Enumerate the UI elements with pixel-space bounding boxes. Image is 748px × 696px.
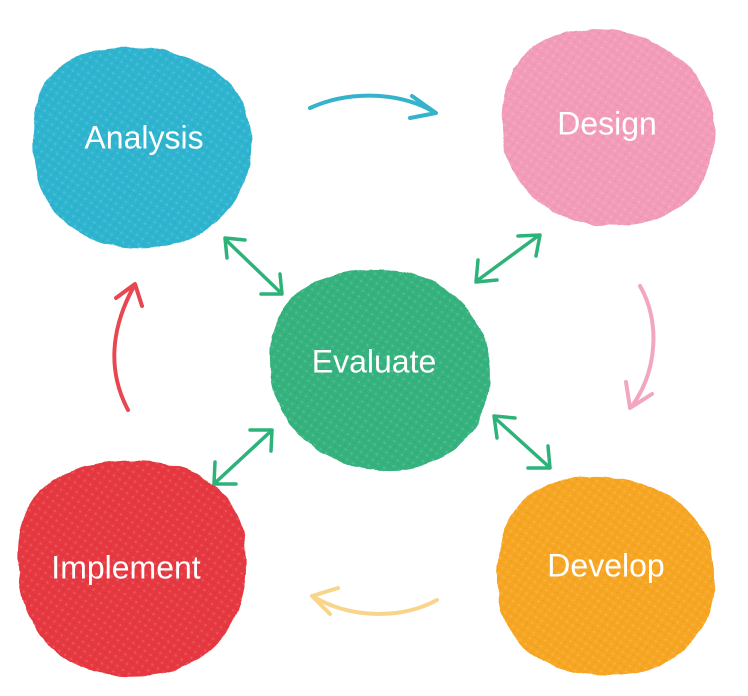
node-implement: Implement bbox=[17, 460, 247, 677]
arrow-analysis-to-design bbox=[308, 93, 438, 120]
implement-texture bbox=[17, 460, 247, 677]
arrow-evaluate-analysis bbox=[223, 236, 284, 296]
arrow-implement-to-analysis-shaft bbox=[112, 284, 136, 412]
arrow-analysis-to-design-shaft bbox=[308, 93, 436, 114]
arrow-evaluate-design-shaft bbox=[476, 234, 540, 282]
node-design: Design bbox=[501, 29, 716, 227]
node-analysis: Analysis bbox=[32, 47, 252, 249]
implement-label: Implement bbox=[51, 549, 201, 585]
arrow-design-to-develop-shaft bbox=[630, 284, 656, 408]
arrow-evaluate-implement bbox=[212, 428, 274, 486]
arrow-design-to-develop-head bbox=[624, 380, 654, 410]
arrow-implement-to-analysis-head bbox=[114, 282, 144, 308]
node-evaluate: Evaluate bbox=[269, 268, 491, 471]
arrow-evaluate-design-head-b bbox=[474, 258, 499, 284]
arrow-evaluate-analysis-head-b bbox=[259, 272, 284, 296]
arrow-evaluate-implement-head-a bbox=[248, 428, 274, 453]
develop-label: Develop bbox=[547, 547, 664, 583]
arrow-evaluate-implement-head-b bbox=[212, 460, 238, 486]
design-label: Design bbox=[557, 105, 657, 141]
arrow-evaluate-analysis-head-a bbox=[223, 236, 247, 260]
analysis-texture bbox=[32, 47, 252, 249]
design-texture bbox=[501, 29, 716, 227]
arrow-evaluate-develop-head-a bbox=[492, 414, 517, 440]
arrow-evaluate-analysis-shaft bbox=[224, 238, 282, 294]
arrow-evaluate-design-head-a bbox=[516, 233, 542, 258]
evaluate-texture bbox=[269, 268, 491, 471]
develop-texture bbox=[496, 476, 715, 676]
arrow-design-to-develop bbox=[624, 284, 656, 410]
arrow-evaluate-design bbox=[474, 233, 542, 284]
arrow-implement-to-analysis bbox=[112, 282, 144, 412]
evaluate-label: Evaluate bbox=[312, 343, 437, 379]
analysis-label: Analysis bbox=[84, 119, 203, 155]
arrow-develop-to-implement-shaft bbox=[312, 595, 439, 616]
arrow-develop-to-implement-head bbox=[310, 586, 340, 616]
arrow-evaluate-develop-shaft bbox=[493, 416, 550, 468]
arrow-evaluate-implement-shaft bbox=[214, 430, 272, 484]
node-develop: Develop bbox=[496, 476, 715, 676]
arrow-evaluate-develop bbox=[492, 414, 552, 470]
arrow-evaluate-develop-head-b bbox=[526, 444, 552, 470]
arrow-develop-to-implement bbox=[310, 586, 439, 616]
arrow-analysis-to-design-head bbox=[408, 94, 438, 120]
